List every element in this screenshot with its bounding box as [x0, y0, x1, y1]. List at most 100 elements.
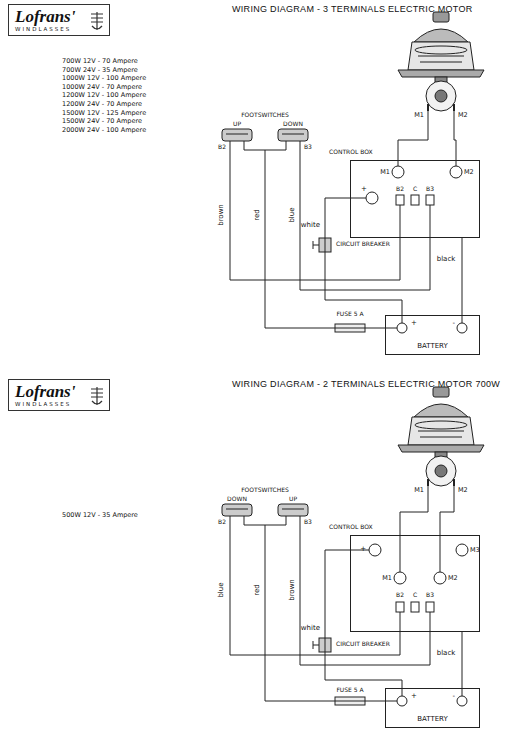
terminal	[426, 602, 434, 612]
logo-icon	[89, 10, 105, 32]
switch-label: DOWN	[227, 496, 247, 502]
wire-color: white	[301, 222, 320, 229]
deck-plate	[398, 70, 484, 77]
wire-connector	[462, 632, 463, 688]
footswitches	[222, 129, 308, 150]
wire	[400, 486, 428, 572]
fuses-breakers	[313, 238, 365, 705]
windlass-illustration	[398, 387, 484, 486]
group-label: FOOTSWITCHES	[241, 112, 289, 118]
terminal	[396, 602, 404, 612]
pin-name: B3	[304, 519, 312, 525]
part-name: CIRCUIT BREAKER	[336, 641, 390, 647]
wire	[230, 525, 400, 655]
part-name: CIRCUIT BREAKER	[336, 241, 390, 247]
switch-pins	[230, 141, 300, 150]
wire	[265, 525, 397, 701]
terminal-name: C	[413, 186, 417, 192]
rating-line: 2000W 24V - 100 Ampere	[62, 127, 146, 134]
fuse	[335, 324, 365, 332]
wire-connector	[462, 238, 463, 315]
battery-terminal	[397, 696, 407, 706]
fuse-link	[335, 328, 365, 329]
brand-subtitle: WINDLASSES	[15, 26, 85, 33]
switch-label: UP	[233, 121, 241, 127]
terminal-name: M3	[470, 547, 480, 554]
terminal	[396, 195, 404, 205]
polarity-mark: +	[411, 693, 417, 700]
footswitch	[278, 129, 308, 141]
gypsy-lines	[418, 56, 464, 62]
polarity-mark: -	[452, 320, 455, 327]
breaker-button	[313, 641, 319, 649]
motor-hub	[435, 90, 447, 102]
switch-detail	[226, 134, 304, 135]
terminal-name: B3	[426, 592, 434, 598]
electric-motor	[426, 81, 456, 111]
terminal-name: M2	[448, 575, 458, 582]
battery-box: BATTERY	[385, 688, 480, 728]
control-box: CONTROL BOX	[350, 535, 480, 632]
wire-connector	[325, 198, 402, 315]
terminal-name: +	[360, 546, 366, 553]
terminal	[392, 166, 404, 178]
pin-name: B2	[218, 519, 226, 525]
brand-name: Lofrans'	[15, 8, 85, 26]
wire-color: red	[254, 584, 261, 595]
windlass-body	[408, 42, 474, 70]
terminal-name: B2	[396, 186, 404, 192]
rating-line: 1200W 12V - 100 Ampere	[62, 92, 146, 99]
battery-terminal	[457, 696, 467, 706]
windlass-illustration	[398, 12, 484, 111]
terminal	[456, 544, 468, 556]
footswitches	[222, 504, 308, 525]
part-name: FUSE 5 A	[336, 311, 363, 317]
terminal-name: +	[361, 186, 367, 193]
switch-label: UP	[289, 496, 297, 502]
rating-line: 500W 12V - 35 Ampere	[62, 512, 138, 519]
terminal	[411, 195, 419, 205]
terminal	[369, 544, 381, 556]
rating-line: 1500W 24V - 70 Ampere	[62, 118, 142, 125]
fuse-link	[335, 701, 365, 702]
wire	[350, 550, 462, 696]
wire-color: brown	[218, 204, 225, 226]
terminal	[434, 572, 446, 584]
terminal	[426, 195, 434, 205]
terminal-name: M2	[458, 487, 468, 494]
terminal-name: M1	[380, 169, 390, 176]
diagram-title: WIRING DIAGRAM - 3 TERMINALS ELECTRIC MO…	[232, 5, 473, 14]
windlass-dome	[414, 29, 468, 42]
logo-icon	[91, 387, 103, 405]
terminal-name: M2	[458, 112, 468, 119]
brand-name: Lofrans'	[15, 383, 85, 401]
rating-line: 1200W 24V - 70 Ampere	[62, 101, 142, 108]
wire-color: black	[437, 650, 456, 657]
rating-line: 700W 24V - 35 Ampere	[62, 67, 138, 74]
terminal	[450, 166, 462, 178]
wire	[230, 150, 400, 280]
breaker-button	[313, 241, 319, 249]
terminal	[411, 602, 419, 612]
wire-color: blue	[218, 582, 225, 597]
box-heading: CONTROL BOX	[329, 524, 373, 530]
logo-box: Lofrans'WINDLASSES	[8, 379, 110, 411]
wire-connector	[325, 550, 402, 688]
pin-name: B3	[304, 144, 312, 150]
polarity-mark: -	[452, 693, 455, 700]
battery-terminal	[457, 323, 467, 333]
wire	[398, 111, 428, 166]
battery-label: BATTERY	[417, 716, 448, 723]
wires	[230, 111, 462, 701]
switch-label: DOWN	[283, 121, 303, 127]
wire	[265, 150, 397, 328]
wire-color: red	[254, 209, 261, 220]
polarity-mark: +	[411, 320, 417, 327]
terminal-name: M2	[464, 169, 474, 176]
terminal-name: M1	[414, 112, 424, 119]
battery-label: BATTERY	[417, 343, 448, 350]
terminal	[394, 572, 406, 584]
terminal-name: M1	[414, 487, 424, 494]
wire-color: white	[301, 625, 320, 632]
terminal-name: B2	[396, 592, 404, 598]
